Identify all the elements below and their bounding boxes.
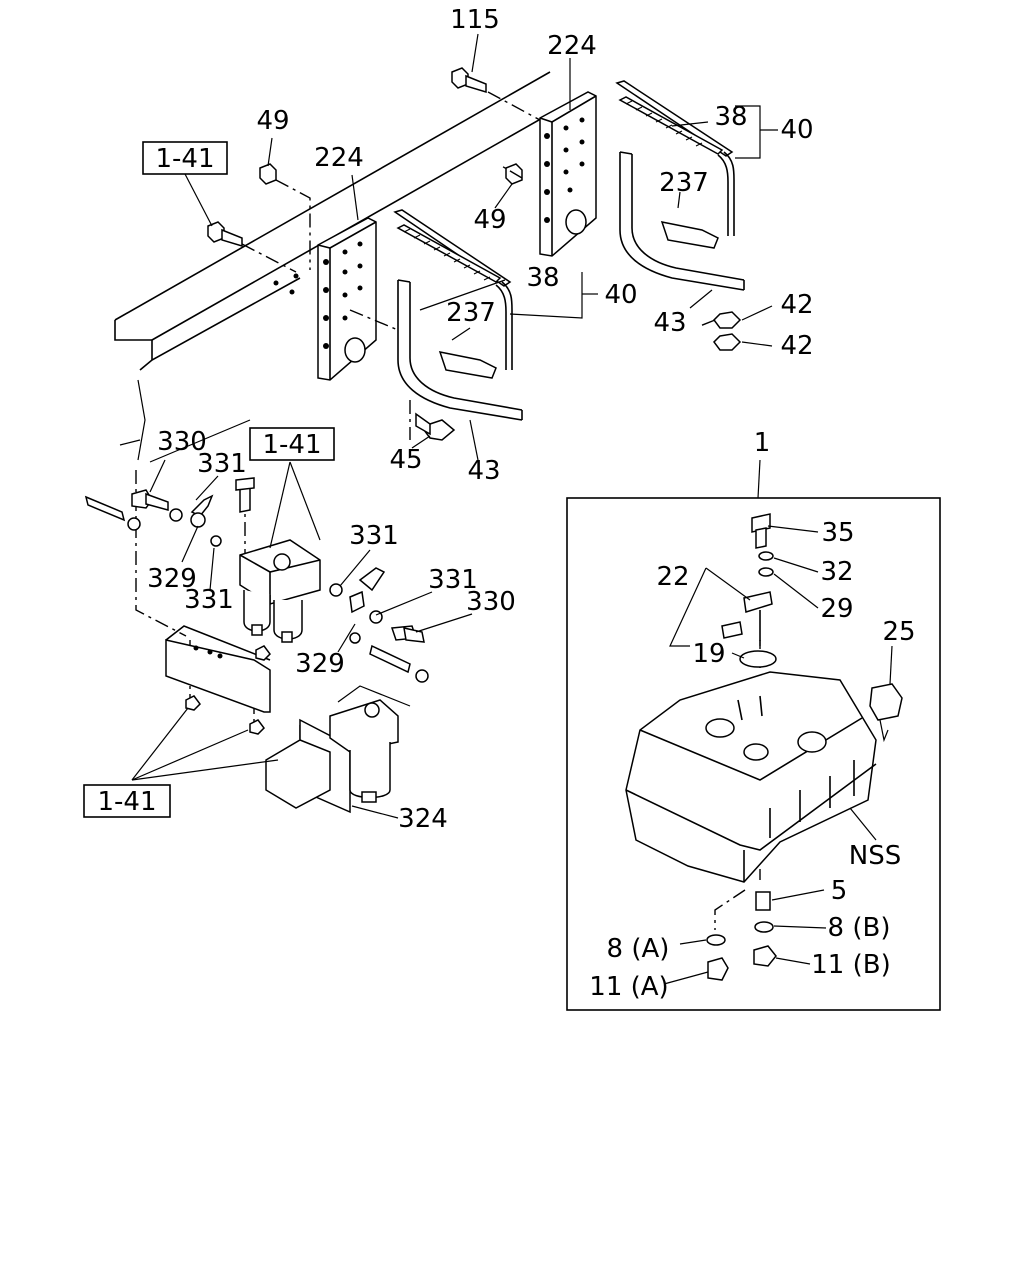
label-330: 330 <box>466 587 516 617</box>
label-1: 1 <box>754 428 771 458</box>
label-29: 29 <box>820 594 853 624</box>
label-237: 237 <box>446 298 496 328</box>
label-nss: NSS <box>849 841 901 871</box>
bracket-224-right <box>539 91 597 257</box>
label-38: 38 <box>526 263 559 293</box>
label-331: 331 <box>184 585 234 615</box>
ref-box-label: 1-41 <box>262 430 321 460</box>
label-11-b: 11 (B) <box>811 950 890 980</box>
label-5: 5 <box>831 876 848 906</box>
fuel-tank <box>625 671 877 883</box>
label-324: 324 <box>398 804 448 834</box>
label-11-a: 11 (A) <box>589 972 668 1002</box>
label-331: 331 <box>197 449 247 479</box>
label-38: 38 <box>714 102 747 132</box>
label-8-a: 8 (A) <box>607 934 670 964</box>
label-32: 32 <box>820 557 853 587</box>
label-25: 25 <box>882 617 915 647</box>
label-40: 40 <box>780 115 813 145</box>
label-115: 115 <box>450 5 500 35</box>
label-42: 42 <box>780 331 813 361</box>
tank-fittings <box>706 513 903 981</box>
label-19: 19 <box>692 639 725 669</box>
label-49: 49 <box>256 106 289 136</box>
label-42: 42 <box>780 290 813 320</box>
label-331: 331 <box>349 521 399 551</box>
tank-band-right <box>615 80 745 291</box>
tank-band-left <box>393 209 523 421</box>
fuel-filter-assembly <box>84 477 429 683</box>
bracket-224-left <box>317 217 377 381</box>
label-224: 224 <box>547 31 597 61</box>
label-22: 22 <box>656 562 689 592</box>
label-330: 330 <box>157 427 207 457</box>
label-237: 237 <box>659 168 709 198</box>
part-labels: 115 224 49 224 49 38 40 237 38 40 237 42… <box>147 5 915 1002</box>
tank-detail-frame <box>566 497 941 1011</box>
label-329: 329 <box>295 649 345 679</box>
label-331: 331 <box>428 565 478 595</box>
ref-box-1-41-middle: 1-41 <box>249 427 335 461</box>
ref-box-1-41-bottom: 1-41 <box>83 784 171 818</box>
filter-mount-bracket <box>165 625 271 735</box>
fuel-filter-324 <box>265 685 411 814</box>
label-43: 43 <box>467 456 500 486</box>
ref-box-1-41-top: 1-41 <box>142 141 228 175</box>
fasteners-top <box>207 67 742 441</box>
label-45: 45 <box>389 445 422 475</box>
leader-lines <box>131 33 893 985</box>
label-49: 49 <box>473 205 506 235</box>
ref-box-label: 1-41 <box>97 787 156 817</box>
label-329: 329 <box>147 564 197 594</box>
label-224: 224 <box>314 143 364 173</box>
label-43: 43 <box>653 308 686 338</box>
ref-box-label: 1-41 <box>155 144 214 174</box>
label-8-b: 8 (B) <box>828 913 891 943</box>
label-40: 40 <box>604 280 637 310</box>
label-35: 35 <box>821 518 854 548</box>
